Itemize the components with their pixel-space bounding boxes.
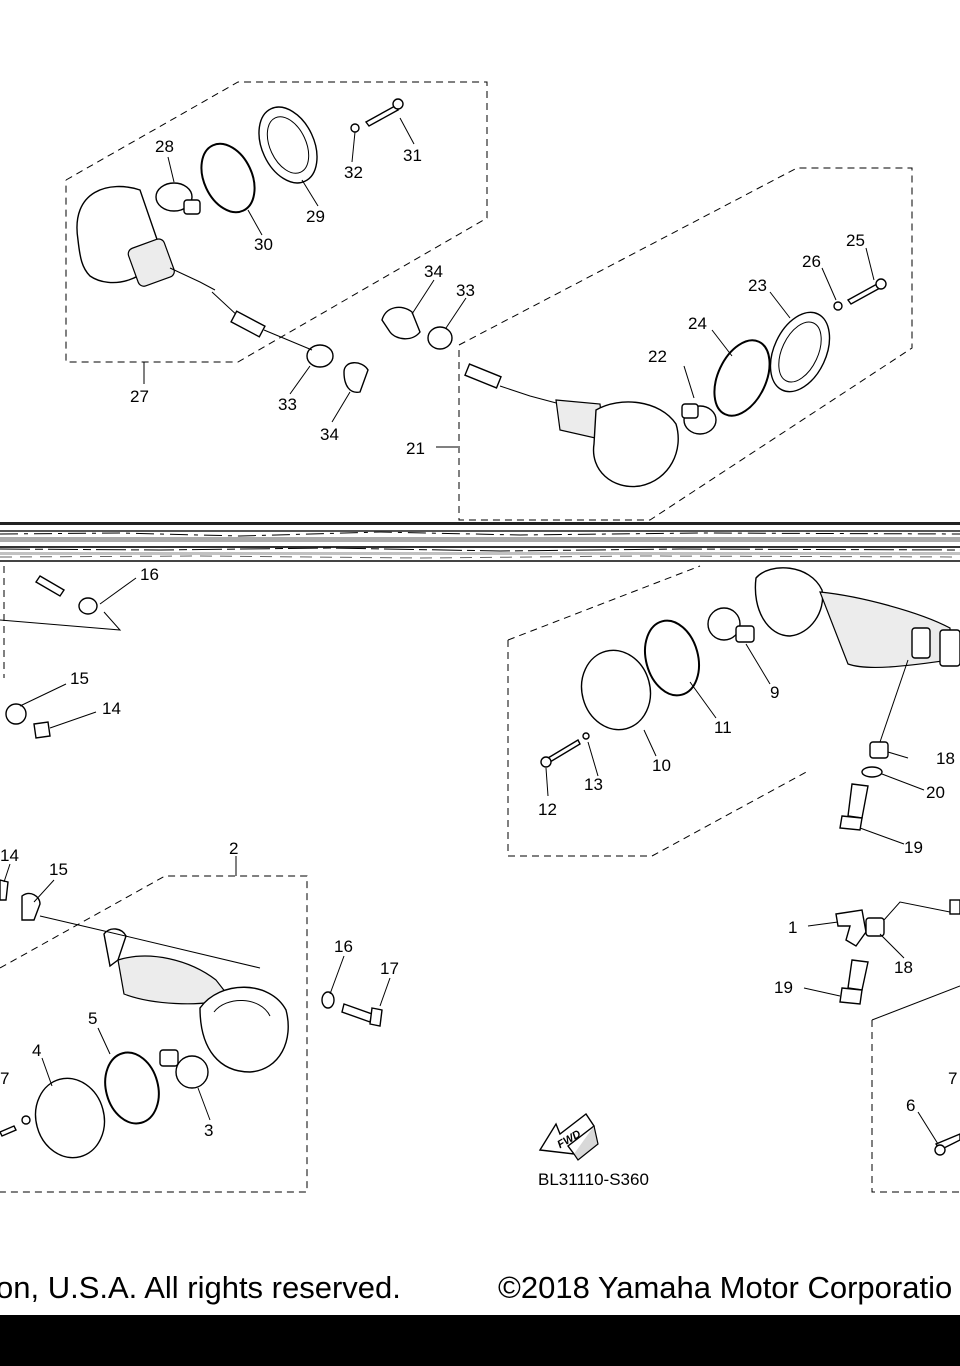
callout-10: 10 <box>652 756 671 775</box>
callout-2: 2 <box>229 839 238 858</box>
copyright-right: ©2018 Yamaha Motor Corporatio <box>498 1270 953 1305</box>
callout-23: 23 <box>748 276 767 295</box>
assembly-group-21: 34 33 22 24 23 26 25 21 <box>381 167 913 521</box>
copyright-left: on, U.S.A. All rights reserved. <box>0 1270 401 1305</box>
callout-27: 27 <box>130 387 149 406</box>
callout-11: 11 <box>714 718 732 737</box>
callout-31: 31 <box>403 146 422 165</box>
callout-33-upper: 33 <box>456 281 475 300</box>
callout-4: 4 <box>32 1041 41 1060</box>
callout-15-left: 15 <box>70 669 89 688</box>
callout-29: 29 <box>306 207 325 226</box>
callout-5: 5 <box>88 1009 97 1028</box>
fwd-arrow-icon: FWD <box>538 1112 599 1161</box>
diagram-code: BL31110-S360 <box>538 1170 649 1189</box>
callout-13: 13 <box>584 775 603 794</box>
callout-19-lower: 19 <box>774 978 793 997</box>
callout-3: 3 <box>204 1121 213 1140</box>
callout-20: 20 <box>926 783 945 802</box>
callout-6: 6 <box>906 1096 915 1115</box>
callout-15-lower: 15 <box>49 860 68 879</box>
callout-7-right: 7 <box>948 1069 957 1088</box>
callout-14-lower: 14 <box>0 846 19 865</box>
assembly-group-right-lower: 9 11 10 13 12 18 20 19 1 18 19 7 6 <box>507 565 960 1193</box>
assembly-group-2: 16 15 14 14 15 2 16 17 5 4 7 3 <box>0 565 399 1193</box>
assembly-group-27: 28 30 29 32 31 27 33 34 <box>65 81 488 444</box>
callout-12: 12 <box>538 800 557 819</box>
callout-14-left: 14 <box>102 699 121 718</box>
callout-33: 33 <box>278 395 297 414</box>
callout-17: 17 <box>380 959 399 978</box>
callout-28: 28 <box>155 137 174 156</box>
callout-30: 30 <box>254 235 273 254</box>
callout-24: 24 <box>688 314 707 333</box>
callout-18-lower: 18 <box>894 958 913 977</box>
callout-16-left: 16 <box>140 565 159 584</box>
callout-9: 9 <box>770 683 779 702</box>
callout-25: 25 <box>846 231 865 250</box>
callout-18-upper: 18 <box>936 749 955 768</box>
callout-34-upper: 34 <box>424 262 443 281</box>
bottom-black-bar <box>0 1315 960 1366</box>
callout-16-lower: 16 <box>334 937 353 956</box>
callout-21: 21 <box>406 439 425 458</box>
callout-26: 26 <box>802 252 821 271</box>
callout-19-upper: 19 <box>904 838 923 857</box>
callout-7-left: 7 <box>0 1069 9 1088</box>
callout-1: 1 <box>788 918 797 937</box>
callout-22: 22 <box>648 347 667 366</box>
callout-32: 32 <box>344 163 363 182</box>
scan-tear-band <box>0 522 960 562</box>
callout-34: 34 <box>320 425 339 444</box>
